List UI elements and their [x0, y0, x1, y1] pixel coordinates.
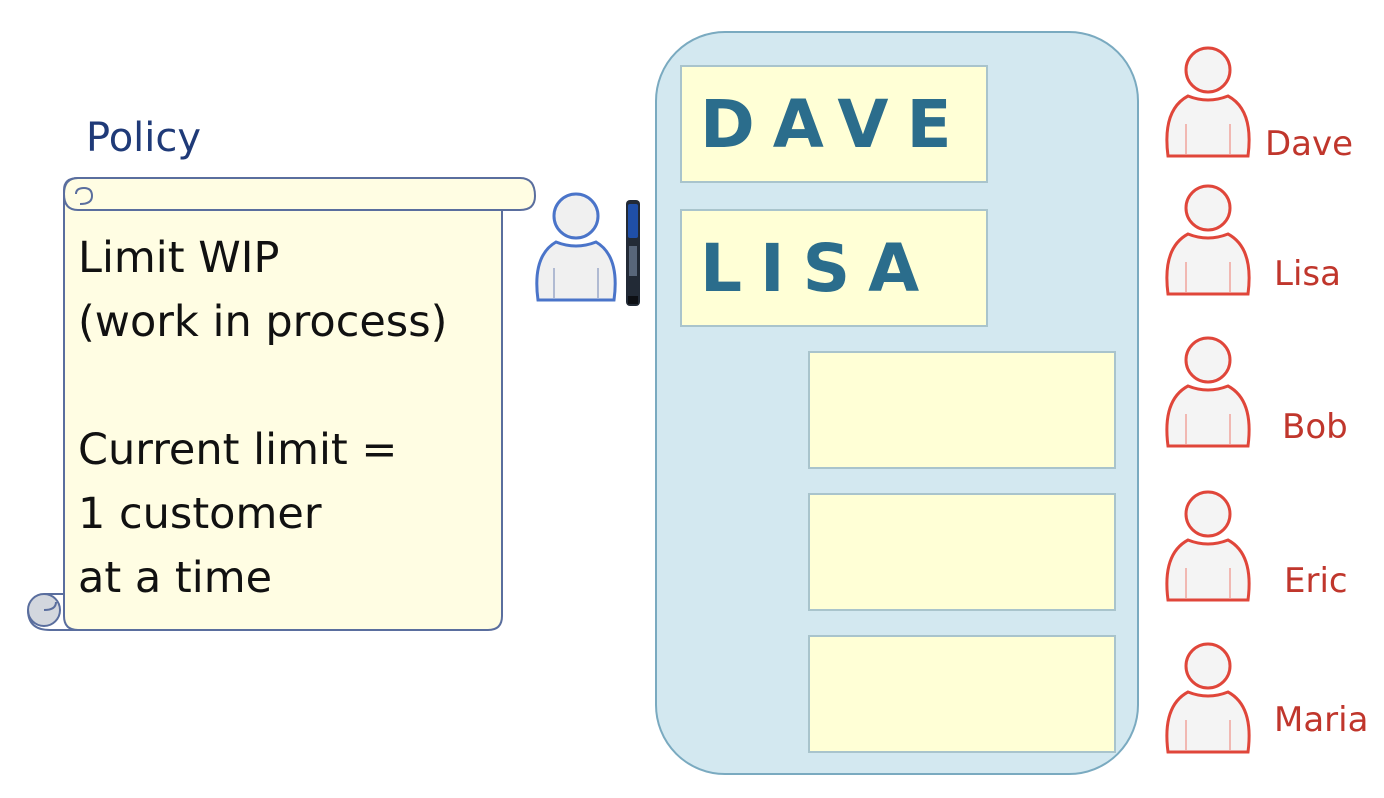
- policy-line: Limit WIP: [78, 233, 280, 283]
- policy-line: at a time: [78, 553, 273, 603]
- customer-4-icon: [1165, 490, 1251, 602]
- customer-5-icon: [1165, 642, 1251, 754]
- person-icon: [535, 192, 617, 302]
- policy-line-blank: [78, 354, 508, 418]
- wip-board: DAVE LISA: [655, 31, 1139, 775]
- slot-name: LISA: [700, 229, 938, 307]
- customer-1-icon: [1165, 46, 1251, 158]
- policy-line: (work in process): [78, 297, 448, 347]
- staff-person: [535, 192, 640, 306]
- customer-label: Maria: [1274, 700, 1369, 740]
- customer-label: Dave: [1265, 124, 1354, 164]
- customer-3-icon: [1165, 336, 1251, 448]
- policy-line: 1 customer: [78, 489, 322, 539]
- policy-line: Current limit =: [78, 425, 398, 475]
- slot-2: LISA: [680, 209, 988, 327]
- slot-5: [808, 635, 1116, 753]
- slot-4: [808, 493, 1116, 611]
- slot-1: DAVE: [680, 65, 988, 183]
- customer-label: Bob: [1282, 407, 1348, 447]
- slot-name: DAVE: [700, 85, 970, 163]
- policy-text: Limit WIP (work in process) Current limi…: [78, 226, 508, 610]
- policy-title: Policy: [86, 115, 202, 161]
- customer-queue: [1165, 46, 1251, 754]
- customer-2-icon: [1165, 184, 1251, 296]
- policy-scroll: [27, 177, 537, 631]
- slot-3: [808, 351, 1116, 469]
- marker-icon: [626, 200, 640, 306]
- customer-label: Eric: [1284, 561, 1348, 601]
- customer-label: Lisa: [1274, 254, 1341, 294]
